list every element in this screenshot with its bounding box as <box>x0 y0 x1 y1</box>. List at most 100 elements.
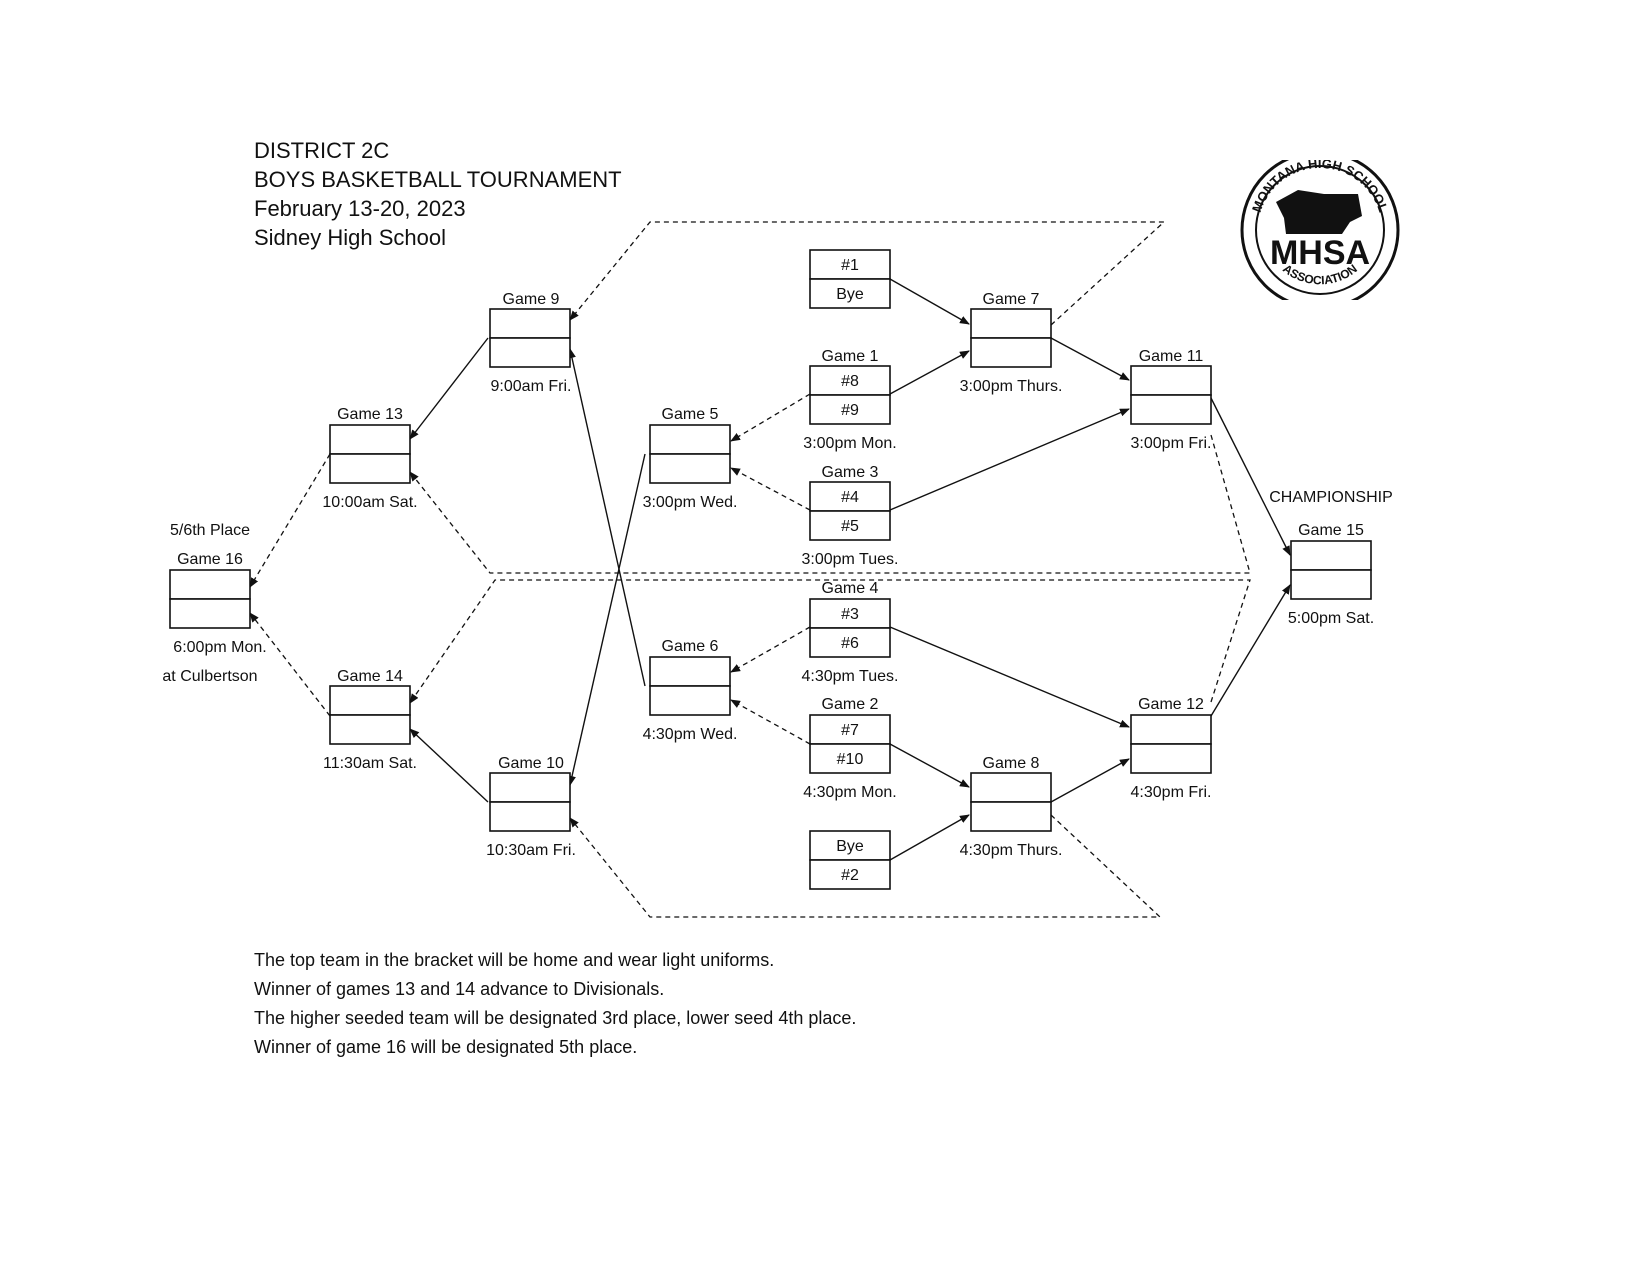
bye2-matchup: Bye #2 <box>809 830 891 890</box>
game10-matchup: Game 10 10:30am Fri. <box>486 755 576 859</box>
game9-title: Game 9 <box>503 291 560 308</box>
bye2-top-team: Bye <box>836 838 864 855</box>
note-third-place: The higher seeded team will be designate… <box>254 1008 857 1028</box>
game3-title: Game 3 <box>822 464 879 481</box>
game4-title: Game 4 <box>822 580 879 597</box>
game12-time: 4:30pm Fri. <box>1131 784 1212 801</box>
game12-to-game15-line <box>1210 584 1291 717</box>
game5-top-slot <box>649 424 731 455</box>
game1-top-team: #8 <box>841 373 859 390</box>
game3-bottom-slot <box>809 510 891 541</box>
game14-title: Game 14 <box>337 668 403 685</box>
game9-top-slot <box>489 308 571 339</box>
bye2-to-game8-line <box>889 814 970 861</box>
game5-time: 3:00pm Wed. <box>643 494 738 511</box>
game15-top-slot <box>1290 540 1372 571</box>
championship-label: CHAMPIONSHIP <box>1269 489 1393 506</box>
tournament-venue: Sidney High School <box>254 225 447 250</box>
game5-to-game10-line <box>568 453 646 786</box>
game10-bottom-slot <box>489 801 571 832</box>
game6-top-slot <box>649 656 731 687</box>
game8-to-game12-line <box>1050 758 1130 803</box>
game8-time: 4:30pm Thurs. <box>960 842 1063 859</box>
bye1-to-game7-line <box>889 278 970 325</box>
game6-title: Game 6 <box>662 638 719 655</box>
game3-loser-to-game5-line <box>730 467 811 511</box>
game13-time: 10:00am Sat. <box>322 494 417 511</box>
game4-time: 4:30pm Tues. <box>802 668 899 685</box>
game6-bottom-slot <box>649 685 731 716</box>
game14-matchup: Game 14 11:30am Sat. <box>323 668 417 772</box>
game14-bottom-slot <box>329 714 411 745</box>
game3-to-game11-line <box>889 408 1130 511</box>
game9-bottom-slot <box>489 337 571 368</box>
game10-time: 10:30am Fri. <box>486 842 576 859</box>
game11-time: 3:00pm Fri. <box>1131 435 1212 452</box>
game7-time: 3:00pm Thurs. <box>960 378 1063 395</box>
game1-title: Game 1 <box>822 348 879 365</box>
game8-bottom-slot <box>970 801 1052 832</box>
game13-title: Game 13 <box>337 406 403 423</box>
game7-loser-to-game9-line <box>569 221 1166 326</box>
game15-matchup: CHAMPIONSHIP Game 15 5:00pm Sat. <box>1269 489 1393 627</box>
game16-title: Game 16 <box>177 551 243 568</box>
game1-to-game7-line <box>889 350 970 395</box>
game4-bottom-team: #6 <box>841 635 859 652</box>
game16-matchup: 5/6th Place Game 16 6:00pm Mon. at Culbe… <box>162 522 266 685</box>
game13-matchup: Game 13 10:00am Sat. <box>322 406 417 511</box>
game12-loser-to-game14-line <box>409 579 1251 704</box>
bye1-bottom-team: Bye <box>836 286 864 303</box>
game11-matchup: Game 11 3:00pm Fri. <box>1130 348 1212 452</box>
note-fifth-place: Winner of game 16 will be designated 5th… <box>254 1037 638 1057</box>
bye2-bottom-team: #2 <box>841 867 859 884</box>
game15-title: Game 15 <box>1298 522 1364 539</box>
bye2-top-slot <box>809 830 891 861</box>
bracket-connectors <box>249 221 1291 918</box>
game2-title: Game 2 <box>822 696 879 713</box>
game10-top-slot <box>489 772 571 803</box>
game16-top-slot <box>169 569 251 600</box>
game9-time: 9:00am Fri. <box>491 378 572 395</box>
game6-time: 4:30pm Wed. <box>643 726 738 743</box>
game11-title: Game 11 <box>1139 348 1204 365</box>
game8-title: Game 8 <box>983 755 1040 772</box>
game4-bottom-slot <box>809 627 891 658</box>
game14-top-slot <box>329 685 411 716</box>
game7-to-game11-line <box>1050 337 1130 381</box>
game16-location: at Culbertson <box>162 668 257 685</box>
game1-bottom-team: #9 <box>841 402 859 419</box>
game3-matchup: Game 3 #4 #5 3:00pm Tues. <box>802 464 899 568</box>
game16-time: 6:00pm Mon. <box>173 639 266 656</box>
game2-to-game8-line <box>889 743 970 788</box>
game2-time: 4:30pm Mon. <box>803 784 896 801</box>
game8-loser-to-game10-line <box>569 814 1162 918</box>
game3-top-slot <box>809 481 891 512</box>
game2-top-team: #7 <box>841 722 859 739</box>
game2-bottom-slot <box>809 743 891 774</box>
game9-matchup: Game 9 9:00am Fri. <box>489 291 572 395</box>
game16-bottom-slot <box>169 598 251 629</box>
game3-top-team: #4 <box>841 489 859 506</box>
game1-top-slot <box>809 365 891 396</box>
game13-top-slot <box>329 424 411 455</box>
game6-to-game9-line <box>568 348 646 687</box>
note-home-team: The top team in the bracket will be home… <box>254 950 775 970</box>
game12-top-slot <box>1130 714 1212 745</box>
game7-bottom-slot <box>970 337 1052 368</box>
game14-time: 11:30am Sat. <box>323 755 417 772</box>
game4-loser-to-game6-line <box>730 626 811 673</box>
game9-to-game13-line <box>409 337 489 440</box>
game16-place-label: 5/6th Place <box>170 522 250 539</box>
game2-loser-to-game6-line <box>730 699 811 745</box>
game14-loser-to-game16-line <box>249 612 331 717</box>
game7-top-slot <box>970 308 1052 339</box>
game7-matchup: Game 7 3:00pm Thurs. <box>960 291 1063 395</box>
game1-bottom-slot <box>809 394 891 425</box>
game13-loser-to-game16-line <box>249 453 331 588</box>
game8-matchup: Game 8 4:30pm Thurs. <box>960 755 1063 859</box>
game8-top-slot <box>970 772 1052 803</box>
game10-title: Game 10 <box>498 755 564 772</box>
game5-matchup: Game 5 3:00pm Wed. <box>643 406 738 511</box>
game5-bottom-slot <box>649 453 731 484</box>
